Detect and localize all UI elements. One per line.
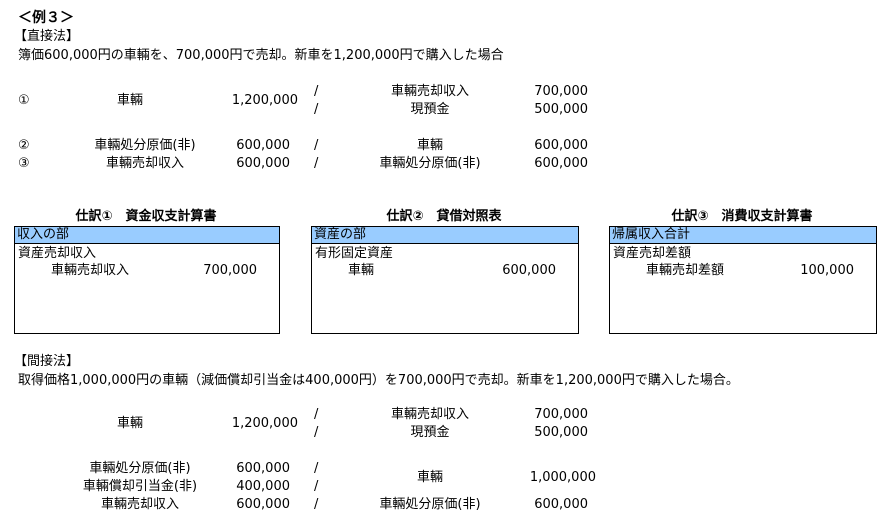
credit-amount: 700,000	[534, 407, 588, 422]
entry-separator: /	[314, 102, 319, 117]
direct-method-description: 簿価600,000円の車輛を、700,000円で売却。新車を1,200,000円…	[18, 48, 504, 63]
credit-account: 車輛売却収入	[390, 407, 469, 422]
credit-account: 現預金	[410, 102, 450, 117]
example-heading: ＜例３＞	[18, 10, 74, 26]
entry-separator: /	[314, 156, 319, 171]
statement-box-income: 帰属収入合計 資産売却差額 車輛売却差額 100,000	[609, 226, 877, 334]
entry-separator: /	[314, 479, 319, 494]
debit-amount: 600,000	[236, 461, 290, 476]
debit-account: 車輛処分原価(非)	[94, 138, 196, 153]
credit-amount: 700,000	[534, 84, 588, 99]
statement-box-cash-flow: 収入の部 資産売却収入 車輛売却収入 700,000	[14, 226, 280, 334]
credit-amount: 1,000,000	[529, 470, 596, 485]
statement-item: 車輛売却差額	[646, 263, 725, 278]
debit-account: 車輛	[116, 93, 143, 108]
statement-category: 有形固定資産	[315, 246, 394, 261]
debit-amount: 1,200,000	[231, 93, 298, 108]
credit-amount: 500,000	[534, 425, 588, 440]
statement-title-balance-sheet: 仕訳② 貸借対照表	[386, 209, 502, 224]
debit-amount: 1,200,000	[231, 416, 298, 431]
statement-box-balance-sheet: 資産の部 有形固定資産 車輛 600,000	[311, 226, 579, 334]
entry-separator: /	[314, 497, 319, 512]
debit-amount: 600,000	[236, 156, 290, 171]
entry-separator: /	[314, 425, 319, 440]
statement-amount: 100,000	[800, 263, 854, 278]
entry-separator: /	[314, 461, 319, 476]
debit-account: 車輛	[116, 416, 143, 431]
entry-separator: /	[314, 138, 319, 153]
credit-account: 車輛	[416, 470, 443, 485]
credit-amount: 600,000	[534, 138, 588, 153]
entry-separator: /	[314, 84, 319, 99]
statement-header: 資産の部	[312, 227, 578, 244]
statement-item: 車輛	[348, 263, 375, 278]
debit-amount: 400,000	[236, 479, 290, 494]
statement-category: 資産売却差額	[613, 246, 692, 261]
indirect-method-label: 【間接法】	[14, 354, 80, 369]
statement-amount: 700,000	[203, 263, 257, 278]
direct-method-label: 【直接法】	[14, 29, 80, 44]
statement-amount: 600,000	[502, 263, 556, 278]
statement-header: 帰属収入合計	[610, 227, 876, 244]
statement-header: 収入の部	[15, 227, 279, 244]
debit-account: 車輛処分原価(非)	[89, 461, 191, 476]
debit-account: 車輛償却引当金(非)	[82, 479, 198, 494]
entry-number: ②	[18, 138, 30, 153]
credit-account: 車輛	[416, 138, 443, 153]
credit-account: 車輛売却収入	[390, 84, 469, 99]
credit-account: 車輛処分原価(非)	[379, 497, 481, 512]
credit-account: 車輛処分原価(非)	[379, 156, 481, 171]
statement-title-cash-flow: 仕訳① 資金収支計算書	[75, 209, 217, 224]
indirect-method-description: 取得価格1,000,000円の車輛（減価償却引当金は400,000円）を700,…	[18, 373, 739, 388]
statement-title-income: 仕訳③ 消費収支計算書	[671, 209, 813, 224]
credit-amount: 600,000	[534, 497, 588, 512]
entry-separator: /	[314, 407, 319, 422]
credit-account: 現預金	[410, 425, 450, 440]
debit-amount: 600,000	[236, 497, 290, 512]
entry-number: ③	[18, 156, 30, 171]
debit-account: 車輛売却収入	[100, 497, 179, 512]
entry-number: ①	[18, 93, 30, 108]
statement-item: 車輛売却収入	[51, 263, 130, 278]
statement-category: 資産売却収入	[18, 246, 97, 261]
debit-account: 車輛売却収入	[105, 156, 184, 171]
credit-amount: 600,000	[534, 156, 588, 171]
credit-amount: 500,000	[534, 102, 588, 117]
debit-amount: 600,000	[236, 138, 290, 153]
